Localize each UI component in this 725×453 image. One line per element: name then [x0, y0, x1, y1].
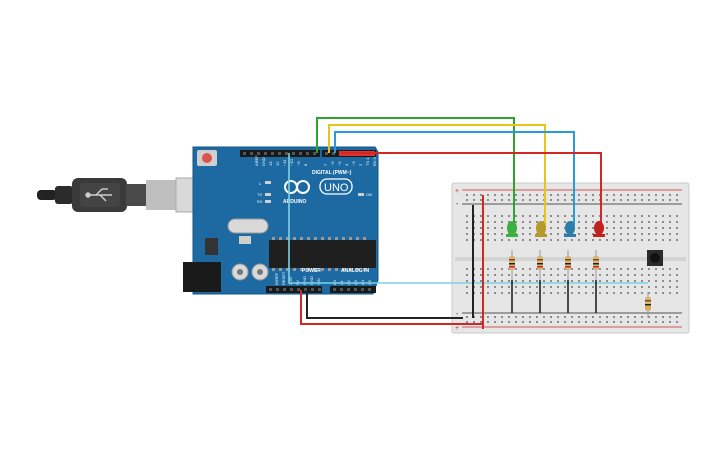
on-led-label: ON	[366, 192, 372, 197]
resistor-5-pulldown[interactable]	[645, 292, 651, 318]
pin-label-a4: A4	[360, 279, 365, 285]
resistor-1[interactable]	[509, 250, 515, 280]
rx-led-label: RX	[257, 199, 263, 204]
wire-green[interactable]	[316, 117, 515, 225]
arduino-uno-board[interactable]: AREF GND 13 12 ~11 ~10 ~9 8 7 ~6 ~5 4 ~3…	[183, 146, 379, 295]
wire-red-5v[interactable]	[300, 290, 483, 325]
pushbutton[interactable]	[647, 250, 663, 266]
resistor-2[interactable]	[537, 250, 543, 280]
pin-label-a0: A0	[332, 279, 337, 285]
wire-cyan[interactable]	[288, 153, 648, 284]
arduino-logo-icon	[284, 180, 310, 194]
pin-label-tx1: TX 1	[365, 157, 370, 166]
pin-label-vin: VIN	[316, 278, 321, 285]
pin-label-4: 4	[344, 163, 349, 166]
bottom-plus-rail-label: +	[455, 325, 459, 332]
pin-label-a2: A2	[346, 279, 351, 285]
led-red[interactable]	[593, 221, 605, 237]
led-blue[interactable]	[564, 221, 576, 237]
top-plus-rail-label: +	[455, 188, 459, 195]
pin-label-gnd-b: GND	[309, 276, 314, 285]
wire-blue[interactable]	[334, 131, 575, 225]
pin-label-5: ~5	[337, 161, 342, 166]
pin-label-3v3: 3.3V	[288, 276, 293, 285]
crystal-oscillator	[227, 218, 269, 234]
power-label: POWER	[302, 268, 321, 274]
wire-yellow[interactable]	[328, 124, 546, 225]
pin-label-ioref: IOREF	[274, 272, 279, 285]
l-led-label: L	[259, 181, 262, 186]
bottom-minus-rail-label: -	[456, 311, 459, 318]
usb-cable[interactable]	[37, 177, 199, 213]
resistor-3[interactable]	[565, 250, 571, 280]
model-label: UNO	[324, 182, 349, 194]
pin-label-9: ~9	[296, 161, 301, 166]
top-minus-rail-label: -	[456, 201, 459, 208]
led-ground-wires	[511, 280, 597, 313]
pin-label-a5: A5	[367, 279, 372, 285]
usb-icon	[85, 188, 112, 202]
led-green[interactable]	[506, 221, 518, 237]
atmega-chip	[269, 240, 376, 268]
pin-label-aref: AREF	[254, 155, 259, 166]
pin-label-a3: A3	[353, 279, 358, 285]
pin-label-gnd: GND	[261, 157, 266, 166]
brand-label: ARDUINO	[283, 199, 306, 205]
pin-label-a1: A1	[339, 279, 344, 285]
pin-label-2: 2	[358, 163, 363, 166]
resistor-4[interactable]	[593, 250, 599, 280]
pin-label-11: ~11	[282, 159, 287, 166]
pin-label-rx0: RX 0	[372, 156, 377, 166]
pin-label-reset: RESET	[281, 271, 286, 285]
wire-black-ground[interactable]	[306, 290, 463, 319]
led-yellow[interactable]	[535, 221, 547, 237]
digital-pwm-label: DIGITAL (PWM~)	[312, 170, 352, 176]
pin-label-13: 13	[268, 161, 273, 166]
pin-label-3: ~3	[351, 161, 356, 166]
analog-header[interactable]	[330, 286, 376, 293]
pin-label-6: ~6	[330, 161, 335, 166]
pin-label-8: 8	[303, 163, 308, 166]
analog-in-label: ANALOG IN	[341, 268, 369, 274]
wire-red-signal[interactable]	[341, 152, 602, 225]
pin-label-12: 12	[275, 161, 280, 166]
pin-label-gnd-a: GND	[302, 276, 307, 285]
pin-label-7: 7	[323, 163, 328, 166]
power-jack[interactable]	[183, 262, 221, 292]
pin-label-10: ~10	[289, 158, 294, 166]
tx-led-label: TX	[257, 192, 262, 197]
power-header[interactable]	[266, 286, 322, 293]
